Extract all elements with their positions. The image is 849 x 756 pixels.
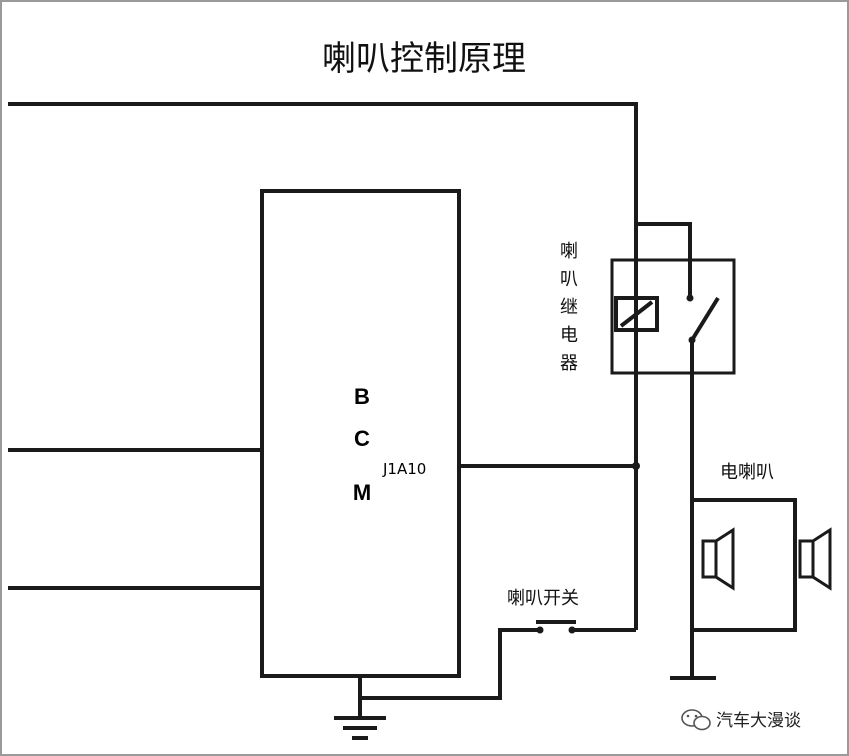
relay-label-char-3: 继 [560,297,578,318]
relay-coil [614,296,659,332]
relay-label-char-2: 叭 [560,269,578,290]
bcm-letter-c: C [354,426,370,451]
relay-switch-feed [634,222,692,298]
horn-wiring-loop [690,373,797,632]
horn-switch-label: 喇叭开关 [507,588,579,609]
switch-ground-wire [360,628,540,700]
horn-speaker-icon-1 [701,527,735,591]
ground-icon [334,716,386,740]
relay-coil-diagonal [619,300,654,328]
horn-speaker-icon-2 [798,527,832,591]
watermark-text: 汽车大漫谈 [716,711,801,731]
relay-contact-top [686,294,694,302]
relay-switch-arm [690,296,720,342]
relay-box [610,258,736,375]
wechat-icon [681,709,711,731]
switch-contact-right [568,626,576,634]
bcm-letter-m: M [353,480,371,505]
relay-label: 喇 叭 继 电 器 [560,241,578,374]
relay-label-char-4: 电 [560,325,578,346]
diagram-title: 喇叭控制原理 [322,39,526,79]
bcm-letter-b: B [354,384,370,409]
relay-label-char-5: 器 [560,353,578,374]
relay-label-char-1: 喇 [560,241,578,262]
power-wire [8,102,638,470]
bcm-pin-label: J1A10 [382,460,426,478]
horn-label: 电喇叭 [720,462,774,483]
